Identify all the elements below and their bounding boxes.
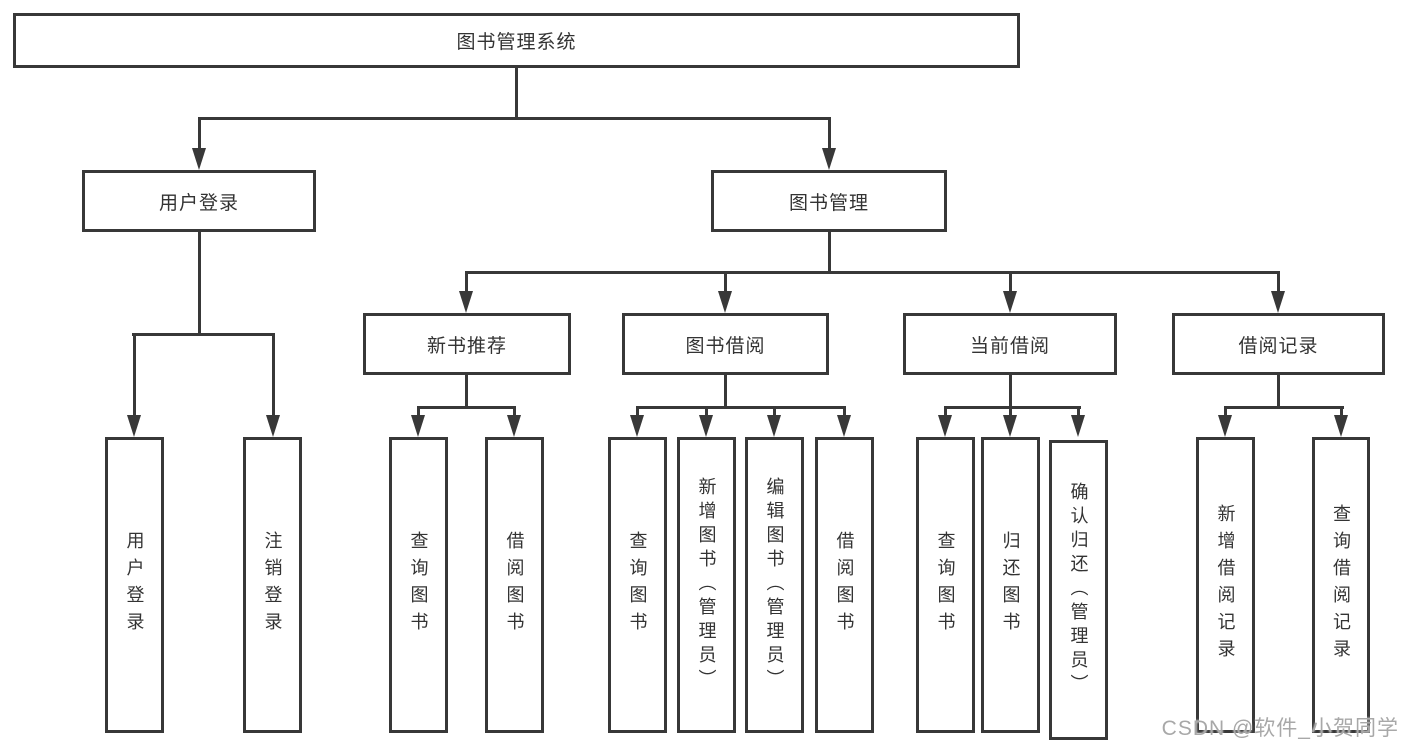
leaf-user-login-0: 用户登录 <box>105 437 164 733</box>
connector-leaf-cb-0-drop <box>944 406 947 417</box>
arrowhead-leaf-br-0 <box>1218 415 1232 437</box>
connector-book-management-drop <box>828 117 831 151</box>
leaf-label: 借阅图书 <box>834 531 855 639</box>
arrowhead-new-book-recommend <box>459 291 473 313</box>
connector-new-book-recommend-drop <box>465 271 468 293</box>
connector-book-borrowing-stem <box>724 375 727 407</box>
leaf-current-borrowing-1: 归还图书 <box>981 437 1040 733</box>
arrowhead-book-borrowing <box>718 291 732 313</box>
arrowhead-leaf-nbr-1 <box>507 415 521 437</box>
leaf-label: 查询图书 <box>408 531 429 639</box>
node-root-label: 图书管理系统 <box>456 32 577 53</box>
connector-leaf-bb-3-drop <box>843 406 846 417</box>
arrowhead-leaf-cb-0 <box>938 415 952 437</box>
connector-leaf-bb-0-drop <box>636 406 639 417</box>
leaf-label: 确认归还（管理员） <box>1068 482 1089 698</box>
connector-leaf-nbr-0-drop <box>417 406 420 417</box>
connector-user-login-branch <box>132 333 275 336</box>
arrowhead-leaf-user-login-0 <box>127 415 141 437</box>
leaf-label: 新增借阅记录 <box>1215 504 1236 666</box>
connector-leaf-user-login-0-drop <box>133 333 136 417</box>
leaf-book-borrowing-0: 查询图书 <box>608 437 667 733</box>
leaf-label: 注销登录 <box>262 531 283 639</box>
arrowhead-leaf-cb-1 <box>1003 415 1017 437</box>
leaf-label: 查询图书 <box>935 531 956 639</box>
node-book-management-label: 图书管理 <box>788 192 869 214</box>
connector-book-management-stem <box>828 230 831 273</box>
leaf-new-book-recommend-0: 查询图书 <box>389 437 448 733</box>
connector-leaf-br-1-drop <box>1340 406 1343 417</box>
connector-new-book-recommend-stem <box>465 375 468 407</box>
arrowhead-leaf-br-1 <box>1334 415 1348 437</box>
connector-leaf-nbr-1-drop <box>513 406 516 417</box>
connector-borrowing-records-drop <box>1277 271 1280 293</box>
node-borrowing-records-label: 借阅记录 <box>1238 335 1319 357</box>
connector-leaf-bb-1-drop <box>705 406 708 417</box>
connector-current-borrowing-drop <box>1009 271 1012 293</box>
arrowhead-book-management <box>822 148 836 170</box>
node-current-borrowing-label: 当前借阅 <box>969 335 1050 357</box>
leaf-user-login-1: 注销登录 <box>243 437 302 733</box>
arrowhead-user-login <box>192 148 206 170</box>
connector-leaf-cb-1-drop <box>1009 406 1012 417</box>
arrowhead-current-borrowing <box>1003 291 1017 313</box>
connector-borrowing-records-stem <box>1277 375 1280 407</box>
arrowhead-leaf-nbr-0 <box>411 415 425 437</box>
node-book-borrowing-label: 图书借阅 <box>685 335 766 357</box>
leaf-label: 查询图书 <box>627 531 648 639</box>
connector-leaf-user-login-1-drop <box>272 333 275 417</box>
leaf-book-borrowing-2: 编辑图书（管理员） <box>745 437 804 733</box>
node-new-book-recommend: 新书推荐 <box>363 313 571 375</box>
leaf-label: 查询借阅记录 <box>1331 504 1351 666</box>
leaf-current-borrowing-0: 查询图书 <box>916 437 975 733</box>
connector-leaf-br-0-drop <box>1224 406 1227 417</box>
connector-user-login-stem <box>198 230 201 335</box>
connector-root-branch <box>198 117 831 120</box>
leaf-label: 归还图书 <box>1000 531 1021 639</box>
arrowhead-leaf-bb-3 <box>837 415 851 437</box>
leaf-label: 编辑图书（管理员） <box>764 477 785 693</box>
leaf-new-book-recommend-1: 借阅图书 <box>485 437 544 733</box>
arrowhead-leaf-bb-0 <box>630 415 644 437</box>
arrowhead-borrowing-records <box>1271 291 1285 313</box>
node-new-book-recommend-label: 新书推荐 <box>426 335 507 357</box>
node-current-borrowing: 当前借阅 <box>903 313 1117 375</box>
leaf-current-borrowing-2: 确认归还（管理员） <box>1049 440 1108 740</box>
connector-root-stem <box>515 66 518 119</box>
connector-leaf-cb-2-drop <box>1077 406 1080 417</box>
connector-book-borrowing-branch <box>636 406 846 409</box>
connector-book-management-branch <box>465 271 1280 274</box>
leaf-label: 用户登录 <box>124 531 145 639</box>
node-borrowing-records: 借阅记录 <box>1172 313 1385 375</box>
node-book-borrowing: 图书借阅 <box>622 313 829 375</box>
connector-current-borrowing-stem <box>1009 375 1012 407</box>
arrowhead-leaf-bb-1 <box>699 415 713 437</box>
connector-book-borrowing-drop <box>724 271 727 293</box>
leaf-book-borrowing-1: 新增图书（管理员） <box>677 437 736 733</box>
leaf-label: 借阅图书 <box>504 531 525 639</box>
connector-leaf-bb-2-drop <box>773 406 776 417</box>
arrowhead-leaf-user-login-1 <box>266 415 280 437</box>
arrowhead-leaf-cb-2 <box>1071 415 1085 437</box>
node-user-login: 用户登录 <box>82 170 316 232</box>
node-user-login-label: 用户登录 <box>158 192 239 214</box>
node-book-management: 图书管理 <box>711 170 947 232</box>
leaf-book-borrowing-3: 借阅图书 <box>815 437 874 733</box>
leaf-borrowing-records-0: 新增借阅记录 <box>1196 437 1255 733</box>
leaf-label: 新增图书（管理员） <box>696 477 717 693</box>
arrowhead-leaf-bb-2 <box>767 415 781 437</box>
connector-borrowing-records-branch <box>1224 406 1344 409</box>
leaf-borrowing-records-1: 查询借阅记录 <box>1312 437 1370 733</box>
csdn-watermark: CSDN @软件_小贺同学 <box>1161 717 1399 740</box>
connector-current-borrowing-branch <box>944 406 1081 409</box>
connector-new-book-recommend-branch <box>417 406 516 409</box>
connector-user-login-drop <box>198 117 201 151</box>
node-root: 图书管理系统 <box>13 13 1020 68</box>
